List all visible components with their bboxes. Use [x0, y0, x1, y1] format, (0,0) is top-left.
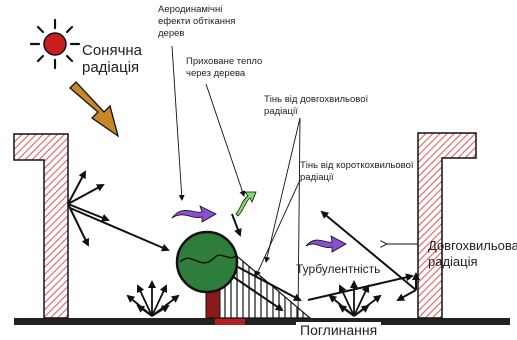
latent-heat-line-1: Приховане тепло: [186, 56, 262, 68]
aero-effects-line-1: Аеродинамічні: [158, 4, 235, 16]
longwave-radiation-label: Довгохвильова радіація: [428, 238, 517, 270]
solar-radiation-line-1: Сонячна: [82, 42, 142, 59]
longwave-shade-line-1: Тінь від довгохвильової: [264, 94, 368, 106]
longwave-shade-label: Тінь від довгохвильової радіації: [264, 94, 368, 118]
left-building: [14, 134, 68, 318]
absorption-label: Поглинання: [296, 322, 381, 338]
ground-reflection-burst-left: [128, 282, 178, 316]
solar-radiation-arrow: [70, 82, 118, 136]
shortwave-shade-label: Тінь від короткохвильової радіації: [300, 160, 414, 184]
shortwave-shade-line-1: Тінь від короткохвильової: [300, 160, 414, 172]
wind-arrow-icon: [172, 206, 216, 222]
latent-heat-line-2: через дерева: [186, 68, 262, 80]
turbulence-label: Турбулентність: [296, 262, 380, 276]
ground: [14, 318, 510, 325]
sun-icon: [31, 20, 79, 68]
longwave-radiation-line-1: Довгохвильова: [428, 238, 517, 254]
latent-heat-arrow-icon: [236, 192, 256, 216]
longwave-emission-arrows: [308, 212, 416, 300]
aero-effects-label: Аеродинамічні ефекти обтікання дерев: [158, 4, 235, 40]
solar-radiation-label: Сонячна радіація: [82, 42, 142, 76]
latent-heat-label: Приховане тепло через дерева: [186, 56, 262, 80]
right-building: [418, 133, 476, 318]
turbulence-arrow-icon: [306, 236, 346, 252]
longwave-radiation-line-2: радіація: [428, 254, 517, 270]
aero-effects-line-3: дерев: [158, 28, 235, 40]
ground-absorption-patch: [215, 318, 245, 325]
ground-reflection-burst-right: [330, 282, 380, 316]
longwave-shade-line-2: радіації: [264, 106, 368, 118]
shortwave-shade-line-2: радіації: [300, 172, 414, 184]
solar-radiation-line-2: радіація: [82, 59, 142, 76]
aero-effects-line-2: ефекти обтікання: [158, 16, 235, 28]
